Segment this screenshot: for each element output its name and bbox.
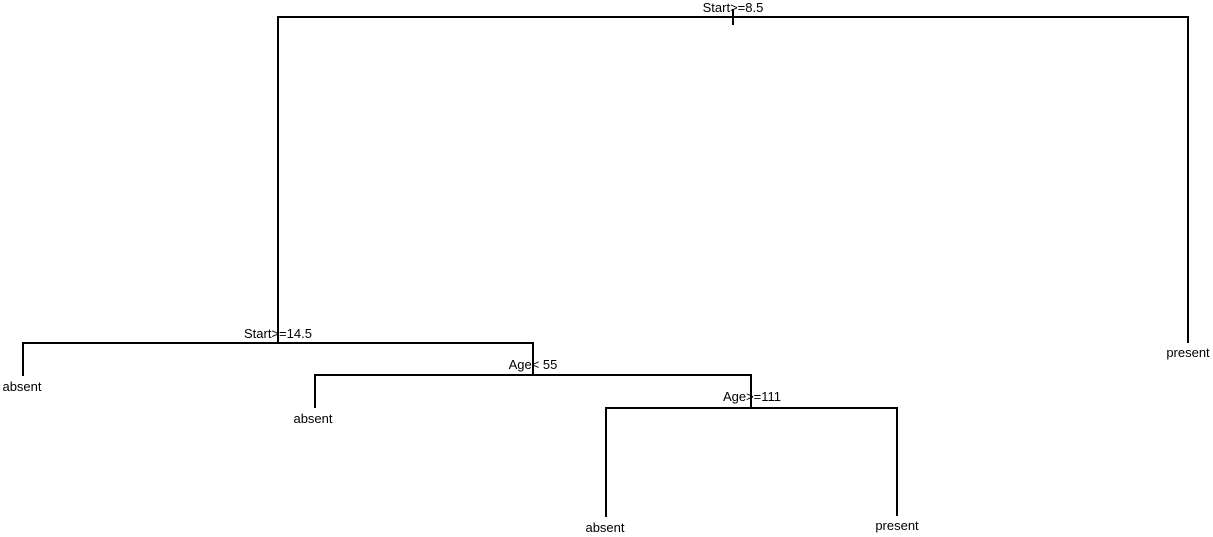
leaf-label-present-bottom: present: [875, 518, 919, 533]
split-2-label: Start>=14.5: [244, 326, 312, 341]
split-3-label: Age< 55: [509, 357, 558, 372]
leaf-label-absent-2: absent: [293, 411, 332, 426]
split-4-label: Age>=111: [723, 389, 781, 404]
leaf-label-absent-1: absent: [2, 379, 41, 394]
leaf-label-present-right: present: [1166, 345, 1210, 360]
root-split-label: Start>=8.5: [703, 0, 764, 15]
leaf-label-absent-3: absent: [585, 520, 624, 535]
